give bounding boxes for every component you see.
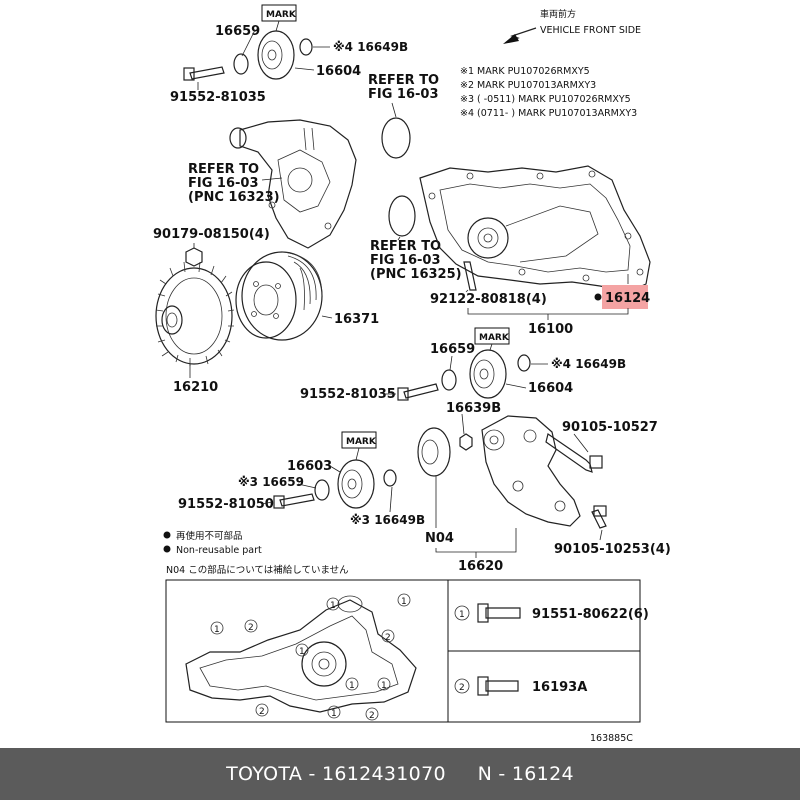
label-16124: 16124 <box>605 291 650 306</box>
inset-row-1-part: 91551-80622(6) <box>532 607 649 622</box>
refer-16323-line2: FIG 16-03 <box>188 176 259 191</box>
highlight-16124 <box>602 285 648 309</box>
tensioner-bracket <box>481 415 581 527</box>
front-label-en: VEHICLE FRONT SIDE <box>540 25 641 36</box>
nut-16639b <box>459 433 473 451</box>
label-16659-low: ※3 16659 <box>238 475 304 489</box>
refer-16325-line1: REFER TO <box>370 239 441 254</box>
svg-text:2: 2 <box>369 711 375 721</box>
label-92122-80818: 92122-80818(4) <box>430 292 547 307</box>
arrowhead-icon <box>503 34 519 44</box>
footer-part-number: 1612431070 <box>321 763 446 785</box>
bolt-91552-81035-mid <box>403 383 439 399</box>
label-n04: N04 <box>425 531 454 546</box>
inset-bolt-2 <box>485 680 519 692</box>
water-pump-body <box>419 165 651 293</box>
inset-row-2-badge <box>454 678 470 694</box>
svg-text:2: 2 <box>385 633 391 643</box>
svg-text:1: 1 <box>330 601 336 611</box>
label-91552-81035-top: 91552-81035 <box>170 90 266 105</box>
pulley-16604-mid <box>469 349 507 399</box>
legend-nonreusable-jp: 再使用不可部品 <box>176 530 243 542</box>
label-16649b-top: ※4 16649B <box>333 40 408 54</box>
label-16210: 16210 <box>173 380 218 395</box>
label-16649b-mid: ※4 16649B <box>551 357 626 371</box>
legend-dot-jp <box>163 531 171 539</box>
note-3: ※3 ( -0511) MARK PU107026RMXY5 <box>460 94 631 105</box>
o-ring-top <box>381 117 411 159</box>
inset-pump-drawing <box>185 595 417 713</box>
note-1: ※1 MARK PU107026RMXY5 <box>460 66 590 77</box>
label-90179-08150: 90179-08150(4) <box>153 227 270 242</box>
label-90105-10527: 90105-10527 <box>562 420 658 435</box>
refer-1603-line2: FIG 16-03 <box>368 87 439 102</box>
figure-id: 163885C <box>590 733 633 744</box>
cover-16649b-low <box>383 469 397 487</box>
note-2: ※2 MARK PU107013ARMXY3 <box>460 80 596 91</box>
svg-text:1: 1 <box>299 647 305 657</box>
label-16100: 16100 <box>528 322 573 337</box>
water-inlet-housing <box>239 119 357 249</box>
label-16604-top: 16604 <box>316 64 361 79</box>
bolt-91552-81050 <box>279 493 315 507</box>
legend-nonreusable-en: Non-reusable part <box>176 545 262 556</box>
washer-16659-low <box>314 479 330 501</box>
bolt-90105-10527 <box>545 433 593 473</box>
label-91552-81035-mid: 91552-81035 <box>300 387 396 402</box>
label-16639b: 16639B <box>446 401 501 416</box>
svg-text:1: 1 <box>331 709 337 719</box>
refer-16325-line2: FIG 16-03 <box>370 253 441 268</box>
svg-text:1: 1 <box>214 625 220 635</box>
washer-16659-mid <box>441 369 457 391</box>
svg-text:2: 2 <box>259 707 265 717</box>
svg-text:2: 2 <box>248 623 254 633</box>
part-number-banner: TOYOTA - 1612431070 N - 16124 <box>0 748 800 800</box>
svg-text:1: 1 <box>381 681 387 691</box>
label-16620: 16620 <box>458 559 503 574</box>
inset-row-1-num: 1 <box>459 610 465 620</box>
label-16659-mid: 16659 <box>430 342 475 357</box>
bolt-91552-81035-top <box>189 66 225 80</box>
mark-label-top: MARK <box>266 10 297 20</box>
footer-separator: - <box>302 763 322 785</box>
refer-16323-line3: (PNC 16323) <box>188 190 280 205</box>
legend-dot-en <box>163 545 171 553</box>
inset-row-2-part: 16193A <box>532 680 587 695</box>
cover-16649b-mid <box>517 354 531 372</box>
cover-16649b-top <box>299 38 313 56</box>
label-90105-10253: 90105-10253(4) <box>554 542 671 557</box>
front-label-jp: 車両前方 <box>540 8 576 20</box>
washer-16659-top <box>233 53 249 75</box>
label-16603: 16603 <box>287 459 332 474</box>
mark-label-low: MARK <box>346 437 377 447</box>
non-reusable-dot-16124 <box>594 293 602 301</box>
idler-pulley-n04 <box>417 427 451 477</box>
mark-label-mid: MARK <box>479 333 510 343</box>
stud-92122 <box>463 261 477 291</box>
footer-n-ref: N - 16124 <box>477 763 574 785</box>
svg-text:1: 1 <box>401 597 407 607</box>
label-91552-81050: 91552-81050 <box>178 497 274 512</box>
refer-16325-line3: (PNC 16325) <box>370 267 462 282</box>
refer-1603-line1: REFER TO <box>368 73 439 88</box>
label-16659-top: 16659 <box>215 24 260 39</box>
inset-callouts: 1 2 1 1 2 1 1 1 2 1 2 <box>210 593 411 721</box>
exploded-parts-diagram: 車両前方 VEHICLE FRONT SIDE ※1 MARK PU107026… <box>153 4 671 744</box>
label-16649b-low: ※3 16649B <box>350 513 425 527</box>
label-16604-mid: 16604 <box>528 381 573 396</box>
pulley-16371 <box>235 251 323 341</box>
footer-brand: TOYOTA <box>226 763 303 785</box>
inset-row-2-num: 2 <box>459 683 465 693</box>
o-ring-mid <box>388 195 416 237</box>
inset-bolt-1 <box>485 607 521 619</box>
svg-text:1: 1 <box>349 681 355 691</box>
note-4: ※4 (0711- ) MARK PU107013ARMXY3 <box>460 108 637 119</box>
legend-n04-note: N04 この部品については補給していません <box>166 564 349 576</box>
fan-coupling-16210 <box>155 261 235 366</box>
label-16371: 16371 <box>334 312 379 327</box>
inset-row-1-badge <box>454 605 470 621</box>
bolt-90105-10253 <box>591 509 607 529</box>
refer-16323-line1: REFER TO <box>188 162 259 177</box>
